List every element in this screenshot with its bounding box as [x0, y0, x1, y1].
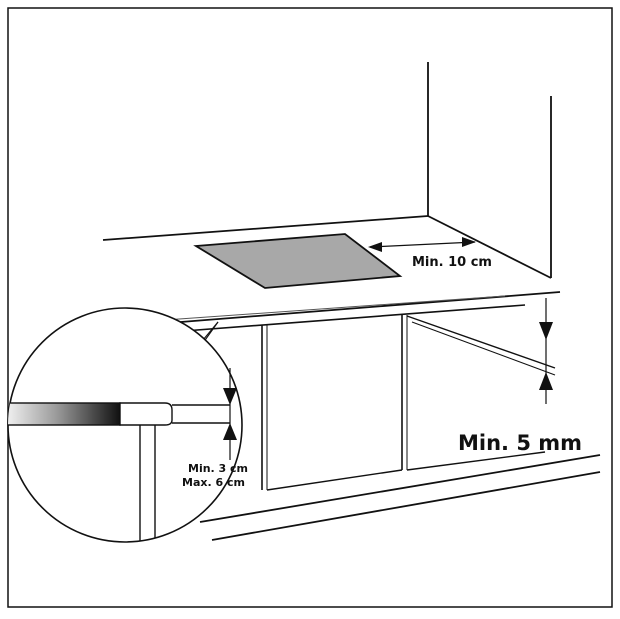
hob-edge-section [119, 402, 173, 426]
worktop-wall-junction [427, 215, 552, 279]
arrow-left-icon [368, 242, 382, 252]
arrow-right-icon [462, 237, 476, 247]
detail-magnifier-content [8, 402, 230, 542]
arrow-up-icon [539, 372, 553, 390]
hob-plate [193, 233, 403, 289]
plinth-line-lower [211, 471, 601, 541]
arrow-down-icon [223, 388, 237, 405]
cabinet-door-bottom [266, 469, 403, 491]
oven-top-edge-inner [411, 321, 556, 376]
cabinet-door-bottom-right [406, 451, 546, 471]
plinth-line-upper [199, 454, 601, 523]
arrow-up-icon [223, 423, 237, 440]
worktop-back-edge [102, 215, 429, 241]
worktop-section [8, 402, 121, 426]
under-hob-clearance-label: Min. 5 mm [458, 431, 582, 455]
worktop-underside-line [164, 295, 506, 321]
hob-clearance-label: Min. 10 cm [412, 255, 492, 270]
oven-top-edge [406, 315, 556, 369]
diagram-border [7, 7, 613, 608]
panel-gap-max-label: Max. 6 cm [182, 476, 245, 489]
panel-gap-min-label: Min. 3 cm [188, 462, 248, 475]
cabinet-top-edge [157, 304, 526, 334]
arrow-down-icon [539, 322, 553, 340]
hob-clearance-dimension-line [369, 241, 476, 248]
